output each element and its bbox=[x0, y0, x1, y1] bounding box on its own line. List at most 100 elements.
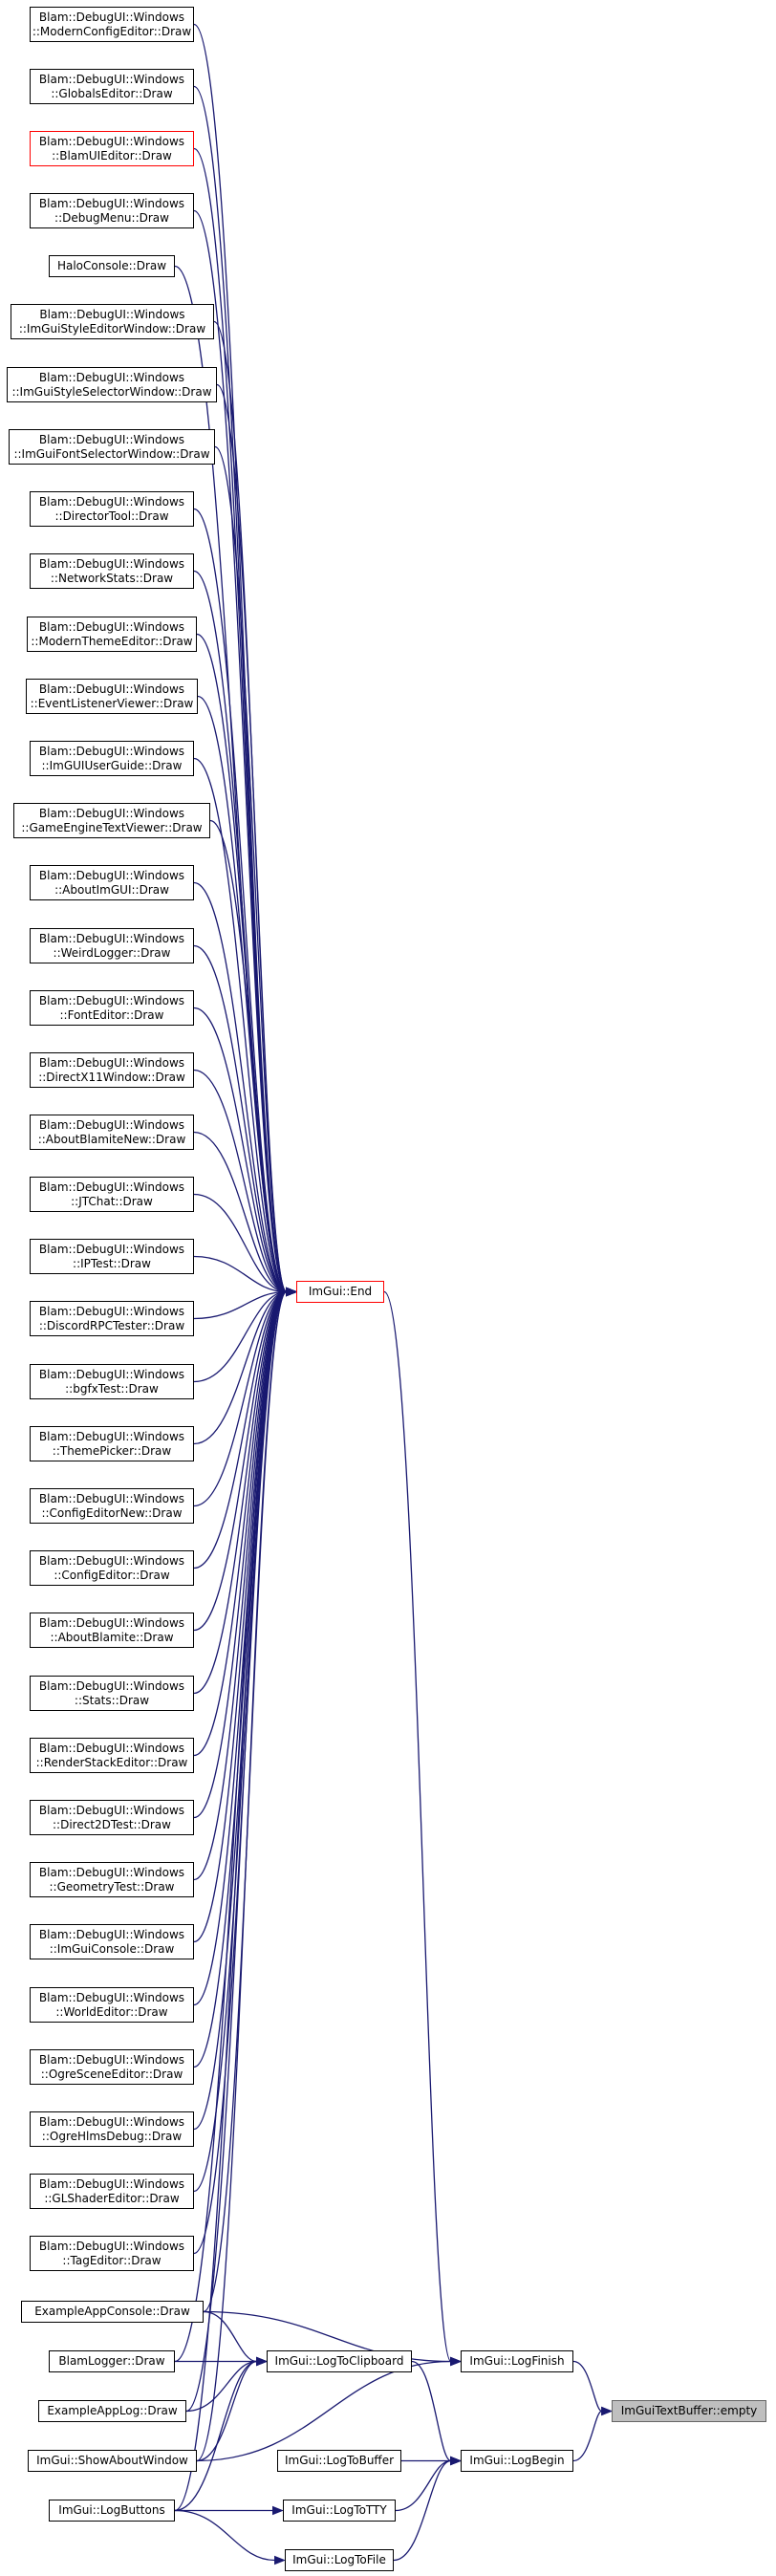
node-directx11-window[interactable]: Blam::DebugUI::Windows ::DirectX11Window… bbox=[30, 1052, 194, 1088]
node-log-to-clipboard[interactable]: ImGui::LogToClipboard bbox=[267, 2350, 412, 2372]
node-gl-shader-editor[interactable]: Blam::DebugUI::Windows ::GLShaderEditor:… bbox=[30, 2174, 194, 2209]
node-line: ImGui::LogBegin bbox=[469, 2454, 565, 2467]
node-line: Blam::DebugUI::Windows bbox=[38, 72, 185, 86]
node-imgui-font-selector[interactable]: Blam::DebugUI::Windows ::ImGuiFontSelect… bbox=[9, 429, 215, 465]
node-ogre-scene-editor[interactable]: Blam::DebugUI::Windows ::OgreSceneEditor… bbox=[30, 2049, 194, 2085]
call-edge-weird_logger-to-imgui_end bbox=[193, 944, 288, 1293]
node-line: ::ImGUIUserGuide::Draw bbox=[41, 758, 183, 772]
node-globals-editor[interactable]: Blam::DebugUI::Windows ::GlobalsEditor::… bbox=[30, 69, 194, 104]
node-about-imgui[interactable]: Blam::DebugUI::Windows ::AboutImGUI::Dra… bbox=[30, 865, 194, 900]
node-theme-picker[interactable]: Blam::DebugUI::Windows ::ThemePicker::Dr… bbox=[30, 1426, 194, 1461]
node-line: ::Direct2DTest::Draw bbox=[53, 1817, 171, 1831]
node-line: ::OgreSceneEditor::Draw bbox=[40, 2067, 183, 2081]
call-edge-example_app_log-to-imgui_end bbox=[185, 1290, 288, 2413]
node-line: ::ModernThemeEditor::Draw bbox=[31, 634, 193, 648]
node-imgui-style-editor[interactable]: Blam::DebugUI::Windows ::ImGuiStyleEdito… bbox=[11, 304, 214, 339]
node-example-app-log[interactable]: ExampleAppLog::Draw bbox=[38, 2400, 186, 2422]
node-log-to-tty[interactable]: ImGui::LogToTTY bbox=[283, 2500, 396, 2522]
node-modern-theme-editor[interactable]: Blam::DebugUI::Windows ::ModernThemeEdit… bbox=[27, 617, 197, 652]
node-line: Blam::DebugUI::Windows bbox=[38, 993, 185, 1007]
node-line: ::NetworkStats::Draw bbox=[50, 571, 174, 585]
node-config-editor-new[interactable]: Blam::DebugUI::Windows ::ConfigEditorNew… bbox=[30, 1488, 194, 1524]
node-log-to-buffer[interactable]: ImGui::LogToBuffer bbox=[277, 2450, 401, 2472]
node-imgui-style-selector[interactable]: Blam::DebugUI::Windows ::ImGuiStyleSelec… bbox=[7, 367, 217, 402]
node-config-editor[interactable]: Blam::DebugUI::Windows ::ConfigEditor::D… bbox=[30, 1550, 194, 1586]
arrowhead-log_buttons-to-log_to_file bbox=[274, 2555, 286, 2565]
node-imgui-console[interactable]: Blam::DebugUI::Windows ::ImGuiConsole::D… bbox=[30, 1924, 194, 1959]
node-line: ::DirectorTool::Draw bbox=[54, 509, 169, 523]
node-modern-config-editor[interactable]: Blam::DebugUI::Windows ::ModernConfigEdi… bbox=[30, 7, 194, 42]
node-log-buttons[interactable]: ImGui::LogButtons bbox=[49, 2500, 175, 2522]
node-line: ::ConfigEditor::Draw bbox=[54, 1568, 170, 1582]
node-line: Blam::DebugUI::Windows bbox=[38, 2114, 185, 2129]
node-event-listener-viewer[interactable]: Blam::DebugUI::Windows ::EventListenerVi… bbox=[26, 679, 198, 714]
call-edge-show_about_window-to-imgui_end bbox=[196, 1290, 288, 2462]
call-edge-theme_picker-to-imgui_end bbox=[193, 1290, 287, 1445]
node-line: ::WeirdLogger::Draw bbox=[53, 945, 171, 960]
node-director-tool[interactable]: Blam::DebugUI::Windows ::DirectorTool::D… bbox=[30, 491, 194, 527]
node-game-engine-text-viewer[interactable]: Blam::DebugUI::Windows ::GameEngineTextV… bbox=[13, 803, 210, 838]
node-line: Blam::DebugUI::Windows bbox=[38, 1242, 185, 1256]
node-text-buffer-empty[interactable]: ImGuiTextBuffer::empty bbox=[612, 2400, 766, 2422]
node-ogre-hlms-debug[interactable]: Blam::DebugUI::Windows ::OgreHlmsDebug::… bbox=[30, 2111, 194, 2147]
node-line: ::DirectX11Window::Draw bbox=[38, 1070, 185, 1084]
node-halo-console[interactable]: HaloConsole::Draw bbox=[49, 255, 175, 277]
node-line: ::GeometryTest::Draw bbox=[49, 1879, 175, 1894]
node-line: ::FontEditor::Draw bbox=[59, 1007, 164, 1022]
node-line: ::ModernConfigEditor::Draw bbox=[32, 24, 192, 38]
call-edge-about_blamite_new-to-imgui_end bbox=[193, 1131, 287, 1293]
node-network-stats[interactable]: Blam::DebugUI::Windows ::NetworkStats::D… bbox=[30, 553, 194, 589]
call-edge-bgfx_test-to-imgui_end bbox=[193, 1290, 287, 1383]
call-edge-log_to_clipboard-to-log_begin bbox=[411, 2360, 452, 2462]
node-line: Blam::DebugUI::Windows bbox=[38, 1678, 185, 1693]
node-line: ::JTChat::Draw bbox=[71, 1194, 153, 1208]
call-edge-directx11_window-to-imgui_end bbox=[193, 1069, 287, 1293]
node-line: ExampleAppConsole::Draw bbox=[34, 2305, 190, 2318]
node-about-blamite-new[interactable]: Blam::DebugUI::Windows ::AboutBlamiteNew… bbox=[30, 1115, 194, 1150]
node-log-begin[interactable]: ImGui::LogBegin bbox=[461, 2450, 573, 2472]
node-blam-ui-editor[interactable]: Blam::DebugUI::Windows ::BlamUIEditor::D… bbox=[30, 131, 194, 166]
node-about-blamite[interactable]: Blam::DebugUI::Windows ::AboutBlamite::D… bbox=[30, 1613, 194, 1648]
node-world-editor[interactable]: Blam::DebugUI::Windows ::WorldEditor::Dr… bbox=[30, 1987, 194, 2023]
node-bgfx-test[interactable]: Blam::DebugUI::Windows ::bgfxTest::Draw bbox=[30, 1364, 194, 1399]
node-discord-rpc-tester[interactable]: Blam::DebugUI::Windows ::DiscordRPCTeste… bbox=[30, 1301, 194, 1336]
arrowhead-log_buttons-to-log_to_clipboard bbox=[256, 2356, 269, 2367]
node-example-app-console[interactable]: ExampleAppConsole::Draw bbox=[21, 2301, 204, 2323]
node-imgui-user-guide[interactable]: Blam::DebugUI::Windows ::ImGUIUserGuide:… bbox=[30, 741, 194, 776]
node-line: Blam::DebugUI::Windows bbox=[38, 1304, 185, 1318]
node-line: ::RenderStackEditor::Draw bbox=[35, 1755, 188, 1769]
node-debug-menu[interactable]: Blam::DebugUI::Windows ::DebugMenu::Draw bbox=[30, 193, 194, 228]
call-edge-example_app_console-to-log_to_clipboard bbox=[203, 2310, 257, 2363]
node-log-finish[interactable]: ImGui::LogFinish bbox=[461, 2350, 573, 2372]
node-direct2d-test[interactable]: Blam::DebugUI::Windows ::Direct2DTest::D… bbox=[30, 1800, 194, 1835]
node-log-to-file[interactable]: ImGui::LogToFile bbox=[285, 2549, 394, 2571]
node-line: ::IPTest::Draw bbox=[73, 1256, 151, 1270]
node-stats[interactable]: Blam::DebugUI::Windows ::Stats::Draw bbox=[30, 1676, 194, 1711]
node-line: Blam::DebugUI::Windows bbox=[38, 1553, 185, 1568]
node-line: Blam::DebugUI::Windows bbox=[38, 1741, 185, 1755]
call-edge-stats-to-imgui_end bbox=[193, 1290, 288, 1695]
node-ip-test[interactable]: Blam::DebugUI::Windows ::IPTest::Draw bbox=[30, 1239, 194, 1274]
call-edge-geometry_test-to-imgui_end bbox=[193, 1290, 288, 1881]
call-edge-imgui_end-to-log_finish bbox=[383, 1290, 452, 2363]
node-geometry-test[interactable]: Blam::DebugUI::Windows ::GeometryTest::D… bbox=[30, 1862, 194, 1897]
node-line: Blam::DebugUI::Windows bbox=[38, 2176, 185, 2191]
node-line: ::Stats::Draw bbox=[74, 1693, 150, 1707]
call-edge-log_to_file-to-log_begin bbox=[393, 2459, 451, 2562]
call-edge-imgui_console-to-imgui_end bbox=[193, 1290, 288, 1943]
node-font-editor[interactable]: Blam::DebugUI::Windows ::FontEditor::Dra… bbox=[30, 990, 194, 1026]
node-line: ::ImGuiStyleEditorWindow::Draw bbox=[18, 321, 206, 336]
node-line: ImGui::LogToBuffer bbox=[284, 2454, 395, 2467]
arrowhead-show_about_window-to-log_finish bbox=[450, 2356, 462, 2367]
node-render-stack-editor[interactable]: Blam::DebugUI::Windows ::RenderStackEdit… bbox=[30, 1738, 194, 1773]
node-show-about-window[interactable]: ImGui::ShowAboutWindow bbox=[28, 2450, 197, 2472]
node-weird-logger[interactable]: Blam::DebugUI::Windows ::WeirdLogger::Dr… bbox=[30, 928, 194, 963]
node-line: ::ImGuiStyleSelectorWindow::Draw bbox=[11, 384, 212, 399]
node-jt-chat[interactable]: Blam::DebugUI::Windows ::JTChat::Draw bbox=[30, 1177, 194, 1212]
node-blam-logger[interactable]: BlamLogger::Draw bbox=[49, 2350, 175, 2372]
node-line: ImGui::LogToTTY bbox=[291, 2503, 387, 2517]
node-line: ExampleAppLog::Draw bbox=[47, 2404, 178, 2417]
node-imgui-end[interactable]: ImGui::End bbox=[296, 1281, 384, 1303]
node-tag-editor[interactable]: Blam::DebugUI::Windows ::TagEditor::Draw bbox=[30, 2236, 194, 2271]
node-line: BlamLogger::Draw bbox=[58, 2354, 165, 2368]
